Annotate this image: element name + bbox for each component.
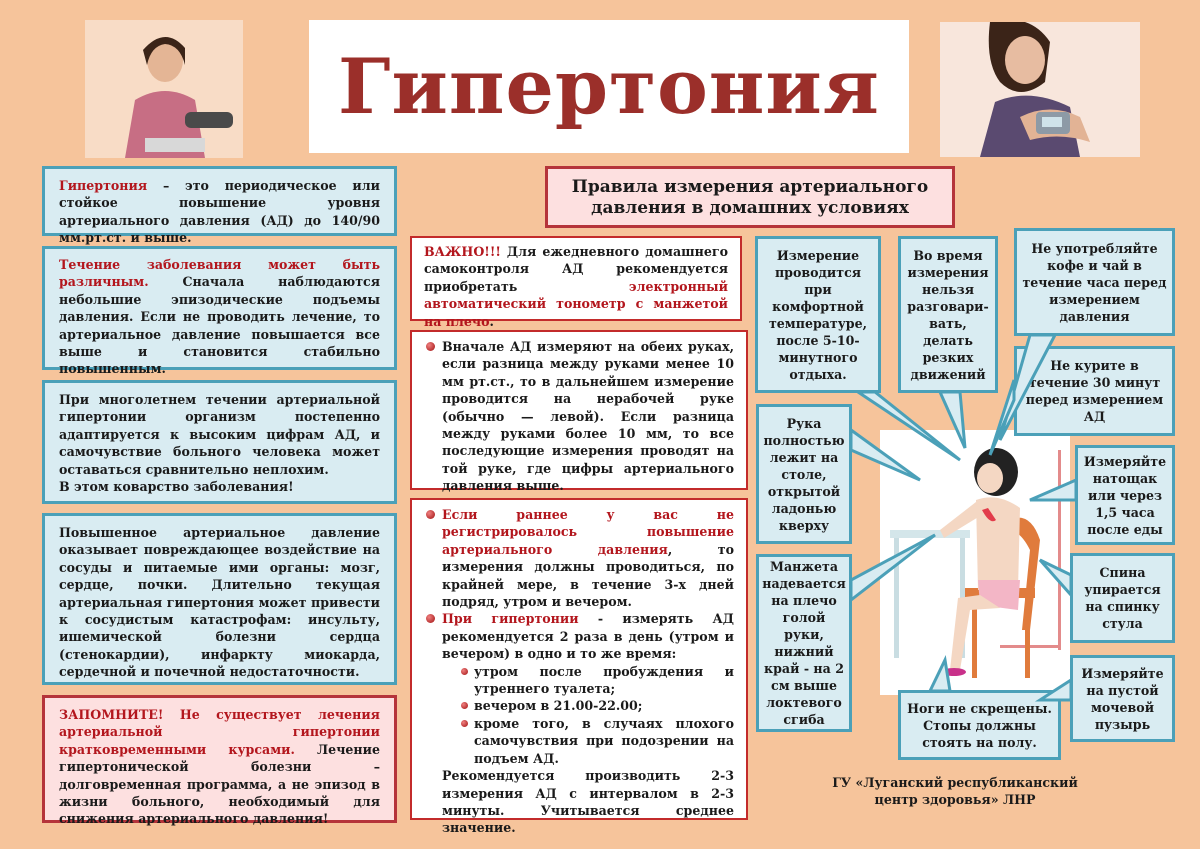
tip-legs-text: Ноги не скрещены. Стопы должны стоять на…: [907, 700, 1052, 750]
tip-bladder-text: Измеряйте на пустой мочевой пузырь: [1081, 665, 1164, 732]
tip-cuff-placement: Манжета надевается на плечо голой руки, …: [756, 554, 852, 732]
tip-cuff-text: Манжета надевается на плечо голой руки, …: [762, 559, 846, 727]
rules-title-box: Правила измерения артериального давления…: [545, 166, 955, 228]
important-lead: ВАЖНО!!!: [424, 244, 501, 259]
schedule-first-time: Если раннее у вас не регистрировалось по…: [426, 506, 734, 610]
important-box: ВАЖНО!!! Для ежедневного домашнего самок…: [410, 236, 742, 329]
tip-talk-text: Во время измерения нельзя разговари-вать…: [907, 247, 989, 382]
schedule-time-item: утром после пробуждения и утреннего туал…: [461, 663, 734, 697]
seated-woman-illustration: [880, 430, 1070, 695]
important-highlight: электронный автоматический тонометр с ма…: [424, 278, 728, 329]
course-text: Сначала наблюдаются небольшие эпизодичес…: [59, 274, 380, 377]
definition-term: Гипертония: [59, 178, 148, 193]
tip-no-coffee: Не употребляйте кофе и чай в течение час…: [1014, 228, 1175, 336]
photo-wrist-monitor: [940, 22, 1140, 157]
pointer-smoke: [988, 379, 1016, 456]
both-arms-box: Вначале АД измеряют на обеих руках, если…: [410, 330, 748, 493]
pointer-legs: [927, 655, 952, 693]
pointer-talk: [937, 390, 967, 449]
pointer-fasting: [1029, 477, 1078, 502]
important-text: Для ежедневного домашнего самоконтроля А…: [424, 244, 728, 294]
credit-text: ГУ «Луганский республиканский центр здор…: [832, 775, 1078, 807]
tip-empty-bladder: Измеряйте на пустой мочевой пузырь: [1070, 655, 1175, 742]
tip-smoke-text: Не курите в течение 30 минут перед измер…: [1025, 358, 1164, 424]
schedule-time-item: вечером в 21.00-22.00;: [461, 697, 734, 714]
damage-box: Повышенное артериальное давление оказыва…: [42, 513, 397, 685]
organization-credit: ГУ «Луганский республиканский центр здор…: [830, 774, 1080, 814]
tip-legs-position: Ноги не скрещены. Стопы должны стоять на…: [898, 690, 1061, 760]
tip-rest-temperature: Измерение проводится при комфортной темп…: [755, 236, 881, 393]
pointer-back: [1038, 558, 1073, 599]
adaptation-box: При многолетнем течении артериальной гип…: [42, 380, 397, 504]
pointer-cuff: [849, 533, 936, 604]
tip-back-text: Спина упирается на спинку стула: [1084, 565, 1161, 631]
definition-box: Гипертония – это периодическое или стойк…: [42, 166, 397, 245]
damage-text: Повышенное артериальное давление оказыва…: [59, 525, 380, 680]
title-banner: Гипертония: [309, 20, 909, 153]
pointer-bladder: [1034, 677, 1073, 702]
tip-hand-text: Рука полностью лежит на столе, открытой …: [763, 415, 845, 533]
tip-hand-position: Рука полностью лежит на столе, открытой …: [756, 404, 852, 544]
definition-text: – это периодическое или стойкое повышени…: [59, 178, 380, 246]
schedule-box: Если раннее у вас не регистрировалось по…: [410, 498, 748, 835]
pointer-rest: [853, 390, 961, 462]
schedule-time-item: кроме того, в случаях плохого самочувств…: [461, 715, 734, 766]
remember-lead: ЗАПОМНИТЕ! Не существует лечения артериа…: [59, 707, 380, 757]
tip-back-support: Спина упирается на спинку стула: [1070, 553, 1175, 643]
schedule-times-list: утром после пробуждения и утреннего туал…: [442, 663, 734, 767]
course-lead: Течение заболевания может быть различным…: [59, 257, 380, 290]
tip-rest-text: Измерение проводится при комфортной темп…: [768, 247, 868, 382]
schedule-p2-text: - измерять АД рекомендуется 2 раза в ден…: [442, 611, 734, 662]
course-box: Течение заболевания может быть различным…: [42, 246, 397, 376]
remember-box: ЗАПОМНИТЕ! Не существует лечения артериа…: [42, 695, 397, 826]
tip-fasting-text: Измеряйте натощак или через 1,5 часа пос…: [1083, 453, 1167, 537]
schedule-p2-lead: При гипертонии: [442, 611, 579, 627]
photo-nurse-measuring: [85, 20, 243, 158]
schedule-hypertension: При гипертонии - измерять АД рекомендует…: [426, 610, 734, 767]
pointer-coffee: [998, 333, 1058, 441]
schedule-p1-text: , то измерения должны проводиться, по кр…: [442, 541, 734, 610]
tip-coffee-text: Не употребляйте кофе и чай в течение час…: [1022, 240, 1167, 324]
adaptation-warning: В этом коварство заболевания!: [59, 479, 294, 495]
tip-no-talking: Во время измерения нельзя разговари-вать…: [898, 236, 998, 393]
pointer-hand: [849, 427, 921, 482]
both-arms-list: Вначале АД измеряют на обеих руках, если…: [424, 338, 734, 495]
remember-text: Лечение гипертонической болезни – долгов…: [59, 741, 380, 827]
important-end: .: [489, 313, 494, 329]
schedule-p1-lead: Если раннее у вас не регистрировалось по…: [442, 507, 734, 557]
rules-title: Правила измерения артериального давления…: [571, 177, 929, 218]
both-arms-item: Вначале АД измеряют на обеих руках, если…: [426, 339, 734, 494]
page-title: Гипертония: [338, 42, 880, 131]
schedule-footer: Рекомендуется производить 2-3 измерения …: [442, 768, 734, 836]
adaptation-text: При многолетнем течении артериальной гип…: [59, 392, 380, 477]
schedule-list: Если раннее у вас не регистрировалось по…: [424, 506, 734, 767]
tip-fasting: Измеряйте натощак или через 1,5 часа пос…: [1075, 445, 1175, 545]
